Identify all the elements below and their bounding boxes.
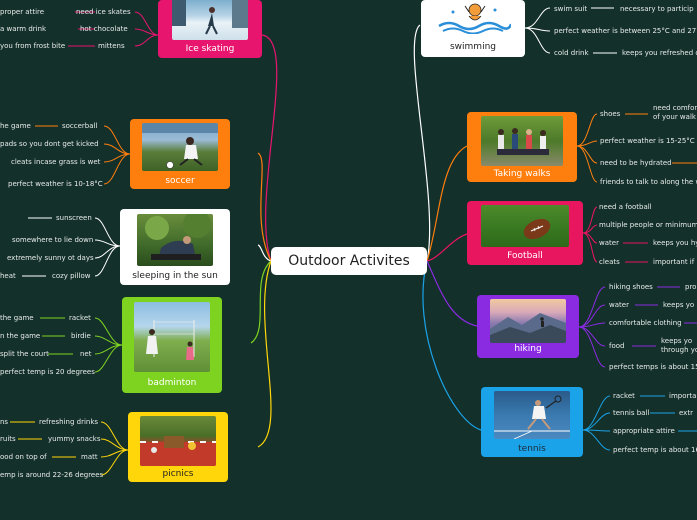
- topic-ice-skating[interactable]: Ice skating: [158, 0, 262, 58]
- picnic-left-2: ruits: [0, 435, 16, 443]
- picnic-left-3: ood on top of: [0, 453, 47, 461]
- sleep-left-1: heat: [0, 272, 16, 280]
- ice-leaf-1: need ice skates: [76, 8, 131, 16]
- badminton-leaf-1: racket: [69, 314, 91, 322]
- picnic-leaf-2: yummy snacks: [48, 435, 101, 443]
- hiking-leaf-2: water: [609, 301, 629, 309]
- tennis-leaf-2: tennis ball: [613, 409, 650, 417]
- topic-picnics-label: picnics: [162, 469, 194, 479]
- ice-left-3: you from frost bite: [0, 42, 66, 50]
- walks-leaf-2: perfect weather is 15-25°C: [600, 137, 695, 145]
- topic-badminton[interactable]: badminton: [122, 297, 222, 393]
- football-leaf-3: water: [599, 239, 619, 247]
- football-leaf-2: multiple people or minimum: [599, 221, 697, 229]
- picnic-leaf-3: matt: [81, 453, 98, 461]
- topic-sleeping-in-the-sun[interactable]: sleeping in the sun: [120, 209, 230, 285]
- picnic-leaf-4: emp is around 22-26 degrees: [0, 471, 104, 479]
- topic-soccer[interactable]: soccer: [130, 119, 230, 189]
- topic-football[interactable]: Football: [467, 201, 583, 265]
- topic-hiking-label: hiking: [514, 344, 542, 354]
- swim-right-2: keeps you refreshed o: [622, 49, 697, 57]
- soccer-leaf-3: cleats incase grass is wet: [11, 158, 101, 166]
- swim-leaf-3: cold drink: [554, 49, 589, 57]
- walks-leaf-1: shoes: [600, 110, 621, 118]
- soccer-left-1: he game: [0, 122, 31, 130]
- topic-tennis-label: tennis: [518, 444, 546, 454]
- topic-swimming[interactable]: swimming: [421, 0, 525, 57]
- topic-ice-skating-label: Ice skating: [185, 44, 235, 54]
- badminton-leaf-3: net: [80, 350, 92, 358]
- hiking-leaf-5: perfect temps is about 15-: [609, 363, 697, 371]
- hiking-leaf-1: hiking shoes: [609, 283, 653, 291]
- walks-right-2: of your walk: [653, 113, 696, 121]
- football-leaf-4: cleats: [599, 258, 620, 266]
- ice-left-1: proper attire: [0, 8, 45, 16]
- walks-right-1: need comfor: [653, 104, 697, 112]
- soccer-leaf-2: pads so you dont get kicked: [0, 140, 99, 148]
- tennis-image: [494, 391, 570, 439]
- badminton-left-3: split the court: [0, 350, 49, 358]
- swim-leaf-2: perfect weather is between 25°C and 27°C: [554, 27, 697, 35]
- hiking-right-4: through yo: [661, 346, 697, 354]
- badminton-image: [134, 302, 210, 372]
- tennis-leaf-1: racket: [613, 392, 635, 400]
- topic-swimming-label: swimming: [449, 42, 496, 52]
- central-topic-label: Outdoor Activites: [288, 253, 410, 269]
- ice-leaf-2: hot chocolate: [80, 25, 128, 33]
- hiking-right-2: keeps yo: [663, 301, 695, 309]
- topic-taking-walks-label: Taking walks: [493, 169, 551, 179]
- sleeping-image: [137, 214, 213, 266]
- badminton-leaf-4: perfect temp is 20 degrees: [0, 368, 95, 376]
- football-leaf-1: need a football: [599, 203, 652, 211]
- central-topic[interactable]: Outdoor Activites: [271, 247, 427, 275]
- tennis-leaf-4: perfect temp is about 16: [613, 446, 697, 454]
- football-right-1: keeps you hy: [653, 239, 697, 247]
- soccer-image: [142, 123, 218, 171]
- sleep-leaf-2: somewhere to lie down: [12, 236, 94, 244]
- topic-taking-walks[interactable]: Taking walks: [467, 112, 577, 182]
- swim-leaf-1: swim suit: [554, 5, 588, 13]
- picnic-leaf-1: refreshing drinks: [39, 418, 99, 426]
- picnics-image: [140, 416, 216, 466]
- topic-soccer-label: soccer: [165, 176, 195, 186]
- soccer-leaf-4: perfect weather is 10-18°C: [8, 180, 103, 188]
- hiking-leaf-3: comfortable clothing: [609, 319, 682, 327]
- swimming-image: [435, 0, 511, 34]
- taking-walks-image: [481, 116, 563, 166]
- badminton-left-2: n the game: [0, 332, 41, 340]
- ice-leaf-3: mittens: [98, 42, 125, 50]
- ice-left-2: a warm drink: [0, 25, 47, 33]
- sleep-leaf-4: cozy pillow: [52, 272, 91, 280]
- topic-hiking[interactable]: hiking: [477, 295, 579, 358]
- hiking-right-3: keeps yo: [661, 337, 693, 345]
- walks-leaf-4: friends to talk to along the w: [600, 178, 697, 186]
- badminton-left-1: the game: [0, 314, 34, 322]
- topic-badminton-label: badminton: [147, 378, 197, 388]
- swim-right-1: necessary to particip: [620, 5, 694, 13]
- sleep-leaf-3: extremely sunny ot days: [7, 254, 94, 262]
- hiking-leaf-4: food: [609, 342, 625, 350]
- hiking-image: [490, 299, 566, 343]
- topic-tennis[interactable]: tennis: [481, 387, 583, 457]
- walks-leaf-3: need to be hydrated: [600, 159, 672, 167]
- badminton-leaf-2: birdie: [71, 332, 91, 340]
- football-right-2: important if: [653, 258, 695, 266]
- topic-football-label: Football: [507, 251, 543, 261]
- soccer-leaf-1: soccerball: [62, 122, 98, 130]
- football-image: [481, 205, 569, 247]
- sleep-leaf-1: sunscreen: [56, 214, 92, 222]
- picnic-left-1: ns: [0, 418, 9, 426]
- ice-skating-image: [172, 0, 248, 40]
- hiking-right-1: pro: [685, 283, 697, 291]
- topic-picnics[interactable]: picnics: [128, 412, 228, 482]
- tennis-right-2: extr: [679, 409, 693, 417]
- tennis-right-1: importa: [669, 392, 697, 400]
- topic-sleeping-label: sleeping in the sun: [132, 271, 218, 281]
- tennis-leaf-3: appropriate attire: [613, 427, 675, 435]
